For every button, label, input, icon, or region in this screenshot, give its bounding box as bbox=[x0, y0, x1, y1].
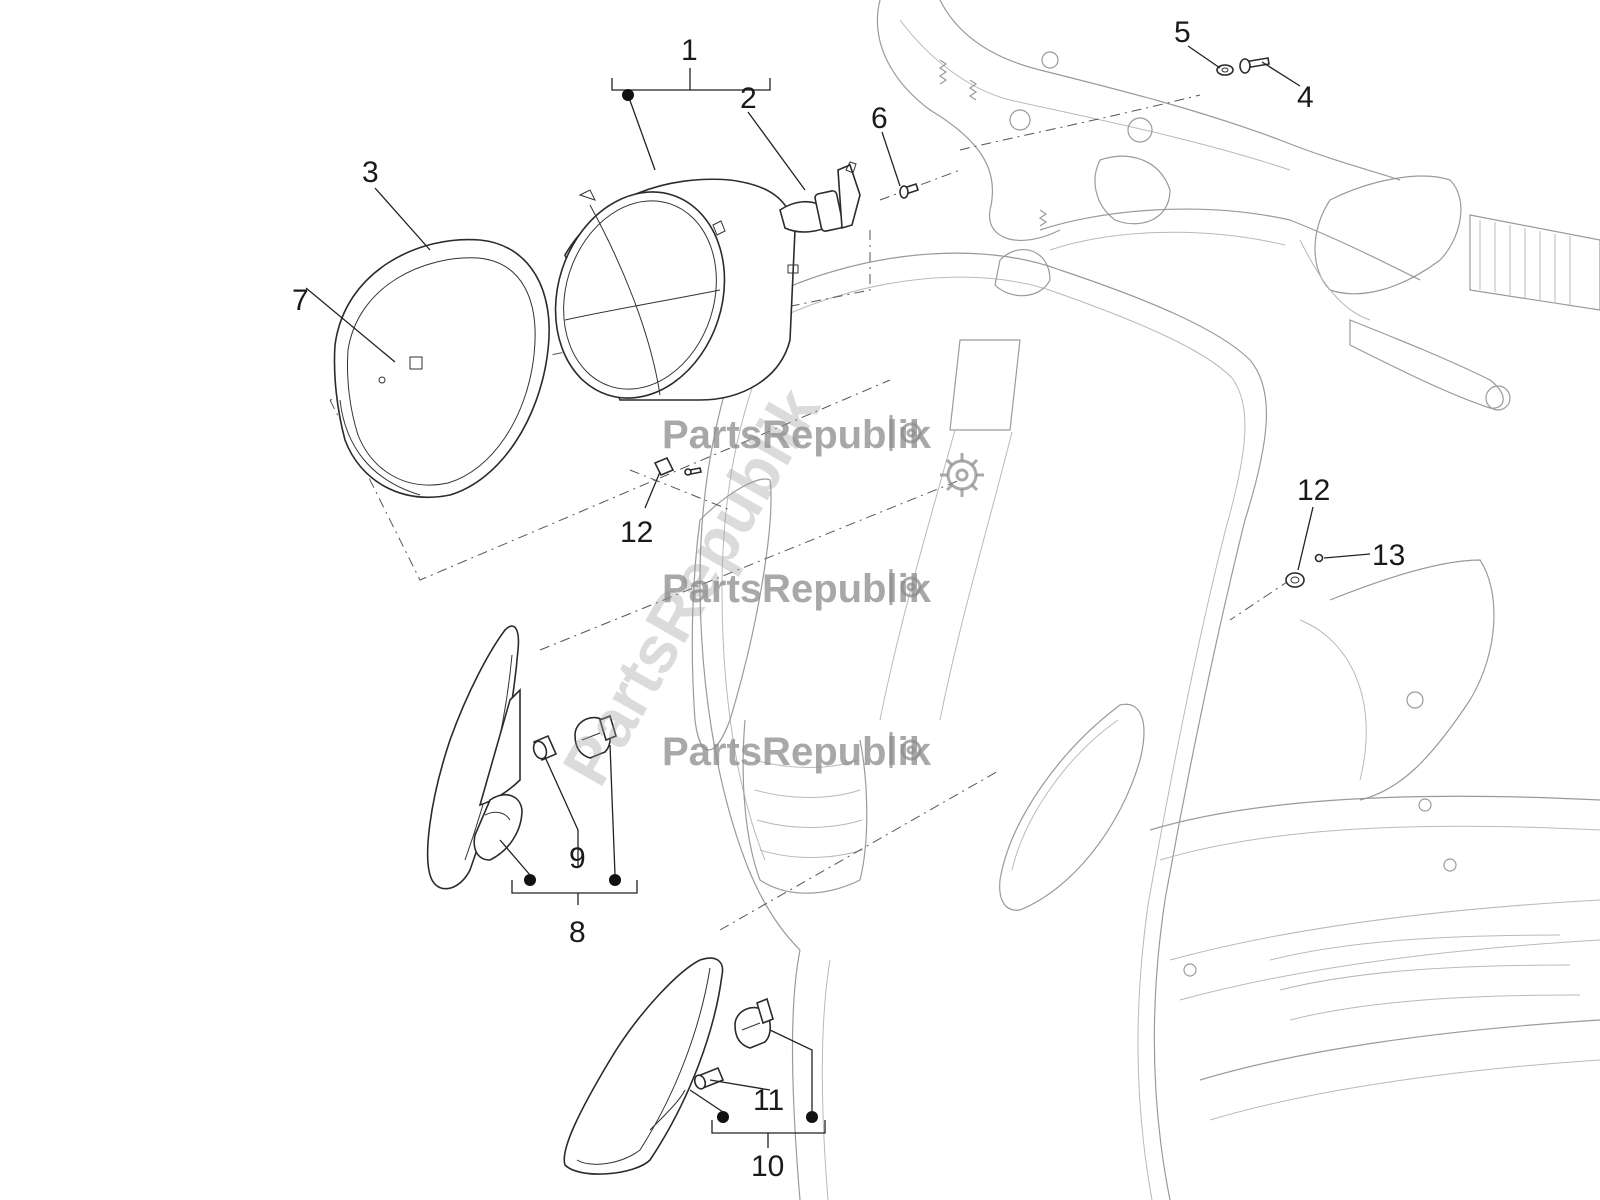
front-indicator-lower bbox=[563, 957, 724, 1175]
gear-icon bbox=[940, 453, 984, 497]
watermark-2: PartsRepublik bbox=[662, 567, 932, 611]
washer-13 bbox=[1314, 553, 1324, 563]
watermark-logo-icon bbox=[889, 732, 922, 768]
callout-3: 3 bbox=[362, 156, 379, 189]
watermark-1: PartsRepublik bbox=[662, 413, 932, 457]
screw-6 bbox=[899, 182, 920, 199]
callout-1: 1 bbox=[681, 34, 698, 67]
callout-6: 6 bbox=[871, 102, 888, 135]
indicator-bulb-11 bbox=[693, 1066, 725, 1090]
watermarks: PartsRepublik PartsRepublik PartsRepubli… bbox=[548, 375, 984, 797]
washer-5 bbox=[1216, 64, 1234, 76]
indicator-bulb-9 bbox=[532, 734, 558, 762]
front-indicator-upper bbox=[426, 625, 523, 890]
callout-10: 10 bbox=[751, 1150, 784, 1183]
indicator-socket-upper bbox=[574, 714, 617, 759]
scooter-body-outline bbox=[691, 252, 1600, 1200]
watermark-logo-icon bbox=[889, 569, 922, 605]
headlight-trim-ring bbox=[333, 238, 550, 498]
callout-12-left: 12 bbox=[620, 516, 653, 549]
callout-12-right: 12 bbox=[1297, 474, 1330, 507]
watermark-logo-icon bbox=[889, 415, 922, 451]
callout-4: 4 bbox=[1297, 81, 1314, 114]
indicator-socket-lower bbox=[734, 997, 774, 1049]
callout-labels: 1 2 3 4 5 6 7 8 9 10 11 12 12 13 bbox=[292, 16, 1405, 1183]
callout-13: 13 bbox=[1372, 539, 1405, 572]
callout-8: 8 bbox=[569, 916, 586, 949]
headlight-unit bbox=[554, 178, 799, 401]
callout-7: 7 bbox=[292, 284, 309, 317]
handlebar-outline bbox=[876, 0, 1600, 411]
headlight-bulb bbox=[779, 161, 861, 233]
clip-12-left bbox=[653, 456, 702, 477]
leader-lines bbox=[305, 45, 1371, 1148]
nut-12-right bbox=[1285, 572, 1305, 588]
callout-11: 11 bbox=[753, 1084, 784, 1117]
callout-5: 5 bbox=[1174, 16, 1191, 49]
screw-4 bbox=[1239, 57, 1270, 74]
callout-9: 9 bbox=[569, 842, 586, 875]
watermark-3: PartsRepublik bbox=[662, 730, 932, 774]
callout-2: 2 bbox=[740, 82, 757, 115]
